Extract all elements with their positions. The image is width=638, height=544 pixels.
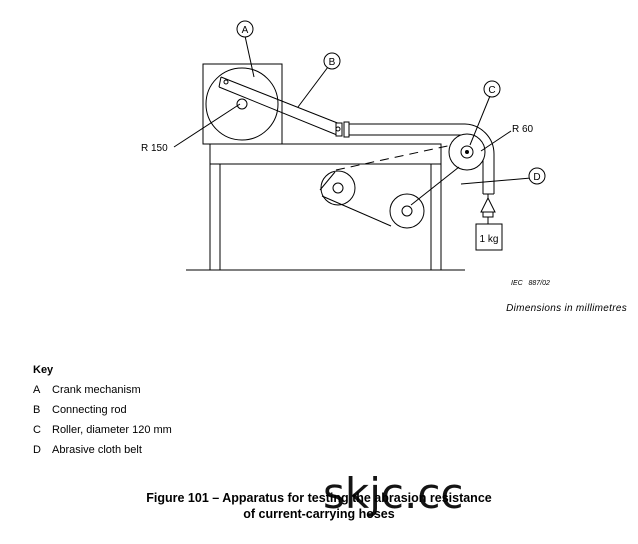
callout-b-circle — [323, 52, 341, 70]
key-item: A Crank mechanism — [33, 384, 172, 404]
crank-center-pin — [236, 98, 248, 110]
key-text: Connecting rod — [52, 404, 127, 416]
crank-wheel — [205, 67, 279, 141]
leader-c — [469, 95, 491, 146]
leader-r60 — [480, 130, 512, 152]
crank-housing — [202, 63, 283, 145]
weight-block — [475, 223, 503, 251]
weight-hanger — [475, 194, 503, 251]
key-list: A Crank mechanism B Connecting rod C Rol… — [33, 384, 172, 464]
key-text: Roller, diameter 120 mm — [52, 424, 172, 436]
callout-a-circle — [236, 20, 254, 38]
weight-label: 1 kg — [480, 234, 499, 245]
caption-line-2: of current-carrying hoses — [243, 507, 395, 521]
caption-line-1: Figure 101 – Apparatus for testing the a… — [146, 491, 492, 505]
leader-d — [460, 177, 532, 185]
leader-r150 — [173, 103, 241, 148]
callout-a-label: A — [242, 25, 249, 36]
leader-b — [297, 66, 329, 108]
key-text: Crank mechanism — [52, 384, 141, 396]
abrasive-belt — [319, 166, 460, 227]
idler-pulley-left — [320, 170, 356, 206]
crank-radius-label: R 150 — [141, 143, 168, 154]
key-item: C Roller, diameter 120 mm — [33, 424, 172, 444]
key-item: B Connecting rod — [33, 404, 172, 424]
leader-a — [244, 35, 255, 78]
callout-d-label: D — [533, 172, 540, 183]
figure-caption: Figure 101 – Apparatus for testing the a… — [0, 490, 638, 522]
roller-radius-label: R 60 — [512, 124, 534, 135]
key-letter: C — [33, 424, 41, 436]
callout-c-circle — [483, 80, 501, 98]
callout-b-label: B — [329, 57, 336, 68]
crank-pin — [223, 79, 229, 85]
connecting-rod — [218, 76, 350, 138]
callout-d-circle — [528, 167, 546, 185]
source-reference: IEC 887/02 — [511, 280, 550, 287]
key-letter: D — [33, 444, 41, 456]
key-item: D Abrasive cloth belt — [33, 444, 172, 464]
belt-dashed — [335, 144, 453, 171]
roller-axle — [460, 145, 474, 159]
key-text: Abrasive cloth belt — [52, 444, 142, 456]
callout-c-label: C — [488, 85, 495, 96]
idler-pulley-right — [389, 193, 425, 229]
dimensions-note: Dimensions in millimetres — [506, 303, 627, 314]
key-letter: A — [33, 384, 41, 396]
key-letter: B — [33, 404, 41, 416]
key-title: Key — [33, 364, 54, 376]
watermark: skjc.cc — [323, 469, 464, 518]
